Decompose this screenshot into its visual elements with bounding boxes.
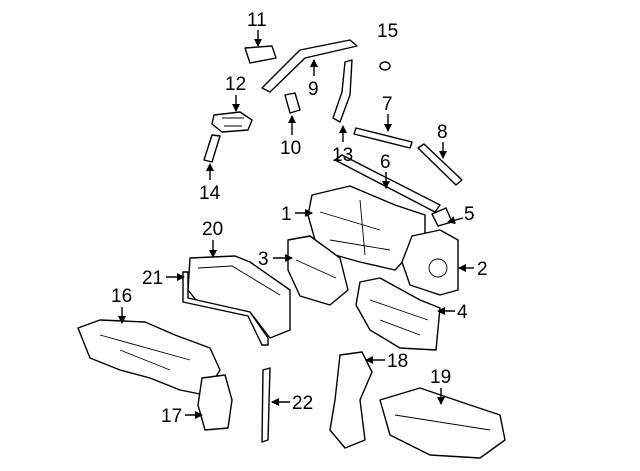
callout-16: 16 (111, 286, 132, 307)
part-14-hose (203, 134, 221, 163)
callout-9: 9 (308, 79, 319, 100)
callout-11: 11 (247, 10, 267, 31)
part-18-insulator (329, 351, 373, 449)
part-22-seal (261, 367, 271, 443)
callout-6: 6 (380, 152, 391, 173)
callout-13: 13 (332, 145, 353, 166)
part-10-bracket (284, 92, 301, 114)
part-17-insulator (197, 374, 233, 431)
callout-5: 5 (464, 204, 475, 225)
callout-15: 15 (377, 21, 398, 42)
callout-17: 17 (161, 406, 182, 427)
part-16-insulator (77, 319, 221, 396)
part-12-bracket (211, 111, 253, 133)
part-8-seal (417, 143, 463, 186)
callout-20: 20 (202, 219, 223, 240)
part-7-seal (353, 127, 413, 149)
callout-arrows (118, 30, 474, 419)
part-1-dash-panel (307, 185, 426, 271)
part-15-plug (379, 61, 391, 71)
part-9-brace (261, 39, 358, 93)
part-3-insulator (287, 235, 349, 306)
part-13-brace (332, 59, 353, 123)
callout-21: 21 (142, 268, 163, 289)
part-4-insulator (355, 277, 441, 351)
part-21-seal (182, 271, 269, 346)
callout-22: 22 (292, 393, 313, 414)
callout-12: 12 (225, 74, 246, 95)
callout-2: 2 (477, 259, 488, 280)
callout-7: 7 (382, 94, 393, 115)
part-11-bracket (244, 45, 277, 64)
callout-4: 4 (457, 302, 468, 323)
callout-14: 14 (199, 183, 221, 204)
callout-19: 19 (430, 367, 451, 388)
callout-18: 18 (387, 351, 408, 372)
part-2-panel (401, 229, 459, 296)
part-20-duct (187, 255, 291, 339)
callout-1: 1 (281, 204, 292, 225)
callout-10: 10 (280, 138, 301, 159)
part-19-insulator (379, 387, 506, 459)
callout-3: 3 (258, 249, 269, 270)
callout-8: 8 (437, 122, 448, 143)
